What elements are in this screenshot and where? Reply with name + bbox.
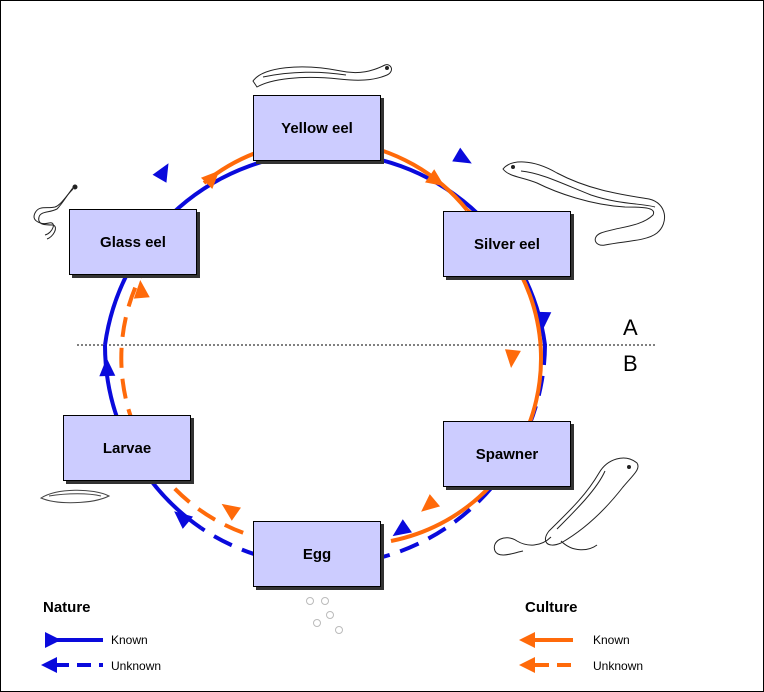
yellow-eel-drawing-icon: [252, 64, 392, 88]
legend-nature-unknown-label: Unknown: [111, 659, 162, 673]
stage-silver-eel-label: Silver eel: [474, 235, 540, 253]
glass-eel-drawing-icon: [33, 184, 78, 240]
nature-arrow-to-egg: [392, 519, 412, 537]
culture-arrow-egg-to-larvae: [221, 503, 241, 521]
culture-arrow-larvae-up: [133, 280, 150, 299]
legend-culture-known-label: Known: [593, 633, 630, 647]
culture-arrow-spawner-to-egg: [421, 494, 441, 512]
legend-nature-unknown-arrowhead: [41, 657, 57, 673]
larva-drawing-icon: [39, 489, 111, 504]
silver-eel-drawing-icon: [502, 161, 665, 246]
nature-arrow-larvae-up: [99, 358, 116, 377]
culture-arrow-yellow-to-silver: [425, 169, 445, 187]
legend-culture-title: Culture: [525, 599, 578, 616]
legend-nature-known-label: Known: [111, 633, 148, 647]
legend-nature-title: Nature: [43, 599, 91, 616]
stage-yellow-eel-label: Yellow eel: [281, 119, 353, 137]
zone-label-b: B: [623, 351, 638, 376]
stage-spawner-label: Spawner: [475, 445, 539, 463]
stage-egg: Egg: [253, 521, 381, 587]
legend-culture-known-arrowhead: [519, 632, 535, 648]
stage-spawner: Spawner: [443, 421, 571, 487]
stage-larvae-label: Larvae: [102, 439, 152, 457]
culture-arrow-glass-to-yellow: [200, 170, 220, 190]
zone-label-a: A: [623, 315, 638, 340]
legend-culture-unknown-label: Unknown: [593, 659, 644, 673]
stage-glass-eel: Glass eel: [69, 209, 197, 275]
spawner-eel-drawing-icon: [493, 457, 639, 556]
nature-arrow-egg-to-larvae: [174, 511, 194, 529]
legend-culture-unknown-arrowhead: [519, 657, 535, 673]
stage-egg-label: Egg: [302, 545, 332, 563]
nature-arrow-silver-down: [535, 311, 552, 330]
nature-arrow-glass-to-yellow: [152, 163, 169, 183]
stage-glass-eel-label: Glass eel: [100, 233, 166, 251]
stage-silver-eel: Silver eel: [443, 211, 571, 277]
eggs-drawing-icon: [306, 597, 343, 634]
culture-arrow-silver-down: [504, 349, 521, 368]
culture-unknown-arc-left: [119, 270, 274, 543]
nature-arrow-yellow-to-silver: [452, 147, 472, 164]
stage-larvae: Larvae: [63, 415, 191, 481]
stage-yellow-eel: Yellow eel: [253, 95, 381, 161]
